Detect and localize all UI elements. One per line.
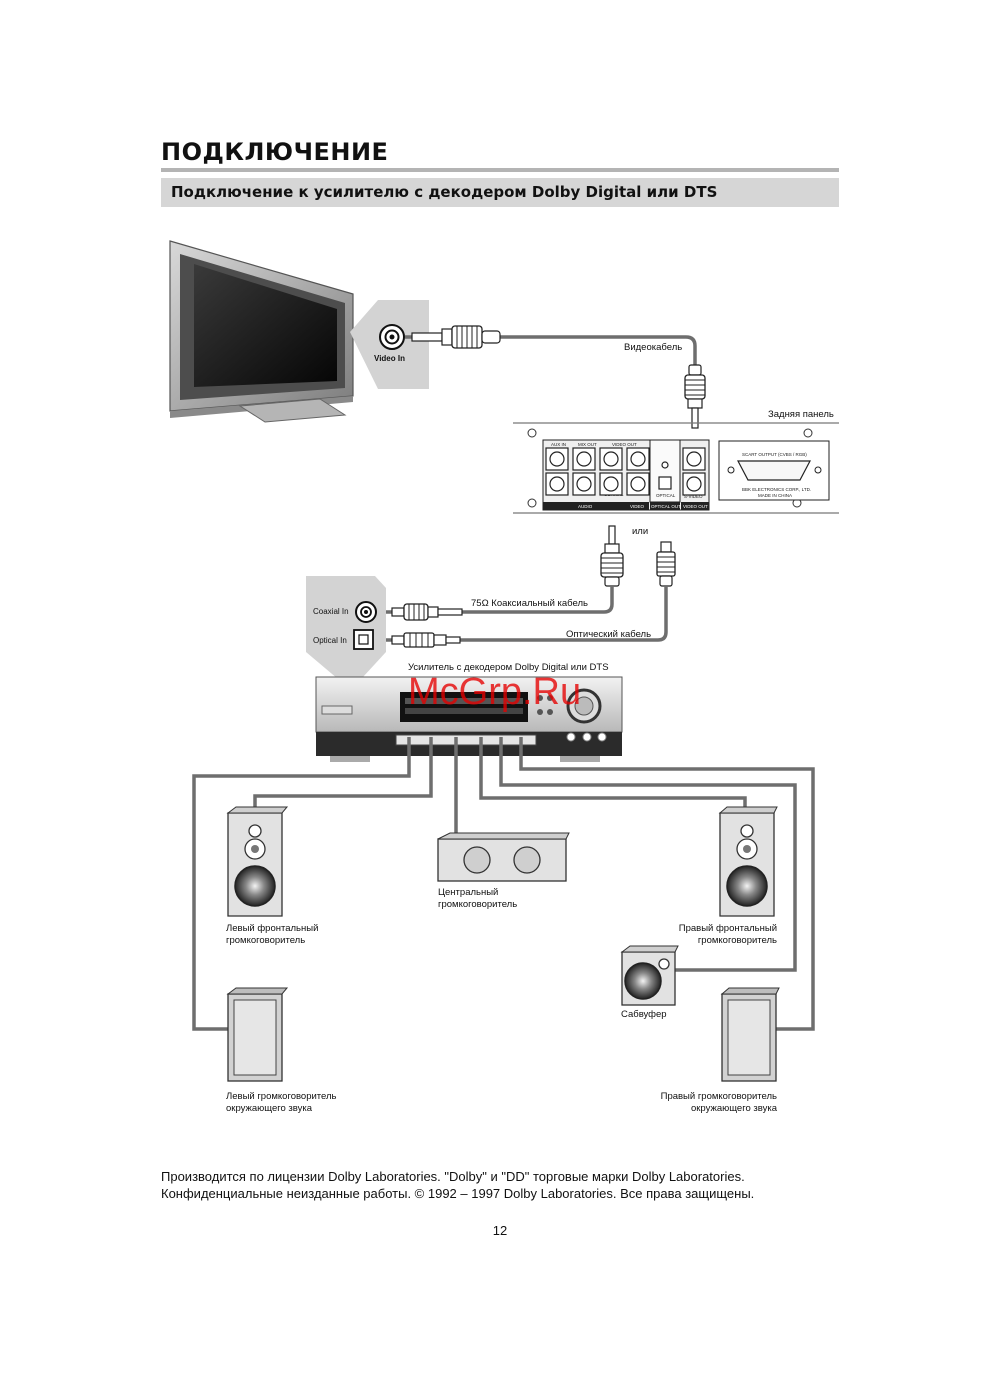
right-surround-label-2: окружающего звука [691, 1103, 778, 1114]
coaxial-in-label: Coaxial In [313, 607, 349, 616]
or-label: или [632, 526, 648, 537]
section-header: Подключение к усилителю с декодером Dolb… [161, 178, 839, 207]
watermark: McGrp.Ru [408, 671, 581, 713]
optical-plug-horizontal [391, 632, 461, 648]
right-surround-speaker [720, 987, 780, 1082]
right-surround-label-1: Правый громкоговоритель [661, 1091, 777, 1102]
rear-panel-label: Задняя панель [768, 409, 834, 420]
panel-aux-in: AUX IN [551, 442, 566, 447]
coax-plug-vertical [600, 525, 624, 587]
right-front-label-1: Правый фронтальный [679, 923, 777, 934]
optical-in-label: Optical In [313, 636, 347, 645]
title-rule [161, 168, 839, 172]
optical-plug-vertical [656, 541, 676, 587]
amp-inputs-callout: Coaxial In Optical In [306, 576, 386, 690]
amplifier-label: Усилитель с декодером Dolby Digital или … [408, 662, 609, 673]
left-front-speaker [226, 806, 289, 917]
panel-video-out-top: VIDEO OUT [612, 442, 637, 447]
panel-video-out-bottom: VIDEO OUT [683, 504, 708, 509]
section-title: Подключение к усилителю с декодером Dolb… [171, 183, 718, 201]
video-in-callout: Video In [350, 300, 429, 389]
panel-video: VIDEO [630, 504, 645, 509]
page-title: ПОДКЛЮЧЕНИЕ [161, 138, 389, 166]
panel-optical-out: OPTICAL OUT [651, 504, 681, 509]
tv-illustration [169, 240, 354, 423]
panel-scart: SCART OUTPUT (CVBS / RGB) [742, 452, 807, 457]
page-number: 12 [492, 1223, 508, 1238]
amplifier-illustration: McGrp.Ru [315, 671, 623, 762]
panel-mix-out: MIX OUT [578, 442, 597, 447]
left-surround-label-1: Левый громкоговоритель [226, 1091, 337, 1102]
left-surround-label-2: окружающего звука [226, 1103, 313, 1114]
optical-cable-label: Оптический кабель [566, 629, 651, 640]
coax-cable-label: 75Ω Коаксиальный кабель [471, 598, 588, 609]
right-front-label-2: громкоговоритель [698, 935, 777, 946]
license-line-2: Конфиденциальные неизданные работы. © 19… [161, 1186, 755, 1201]
subwoofer [620, 945, 679, 1006]
center-speaker [437, 832, 570, 882]
license-footer: Производится по лицензии Dolby Laborator… [161, 1168, 861, 1202]
panel-audio: AUDIO [578, 504, 593, 509]
panel-maker-1: BBK ELECTRONICS CORP., LTD. [742, 487, 811, 492]
left-front-label-2: громкоговоритель [226, 935, 305, 946]
subwoofer-label: Сабвуфер [621, 1009, 667, 1020]
speaker-wires [192, 737, 815, 1031]
left-front-label-1: Левый фронтальный [226, 923, 318, 934]
left-surround-speaker [226, 987, 289, 1082]
panel-svideo: S-VIDEO [684, 494, 703, 499]
video-in-label: Video In [374, 354, 405, 363]
video-cable-plug-left [411, 325, 501, 349]
right-front-speaker [718, 806, 778, 917]
panel-optical: OPTICAL [656, 493, 676, 498]
rear-panel: AUX IN MIX OUT VIDEO OUT AUDIO VIDEO OPT… [513, 422, 839, 514]
panel-maker-2: MADE IN CHINA [758, 493, 792, 498]
center-label-2: громкоговоритель [438, 899, 517, 910]
license-line-1: Производится по лицензии Dolby Laborator… [161, 1169, 745, 1184]
center-label-1: Центральный [438, 887, 498, 898]
coax-plug-horizontal [391, 603, 463, 621]
video-cable-plug-right [684, 364, 706, 429]
video-cable-label: Видеокабель [624, 342, 682, 353]
